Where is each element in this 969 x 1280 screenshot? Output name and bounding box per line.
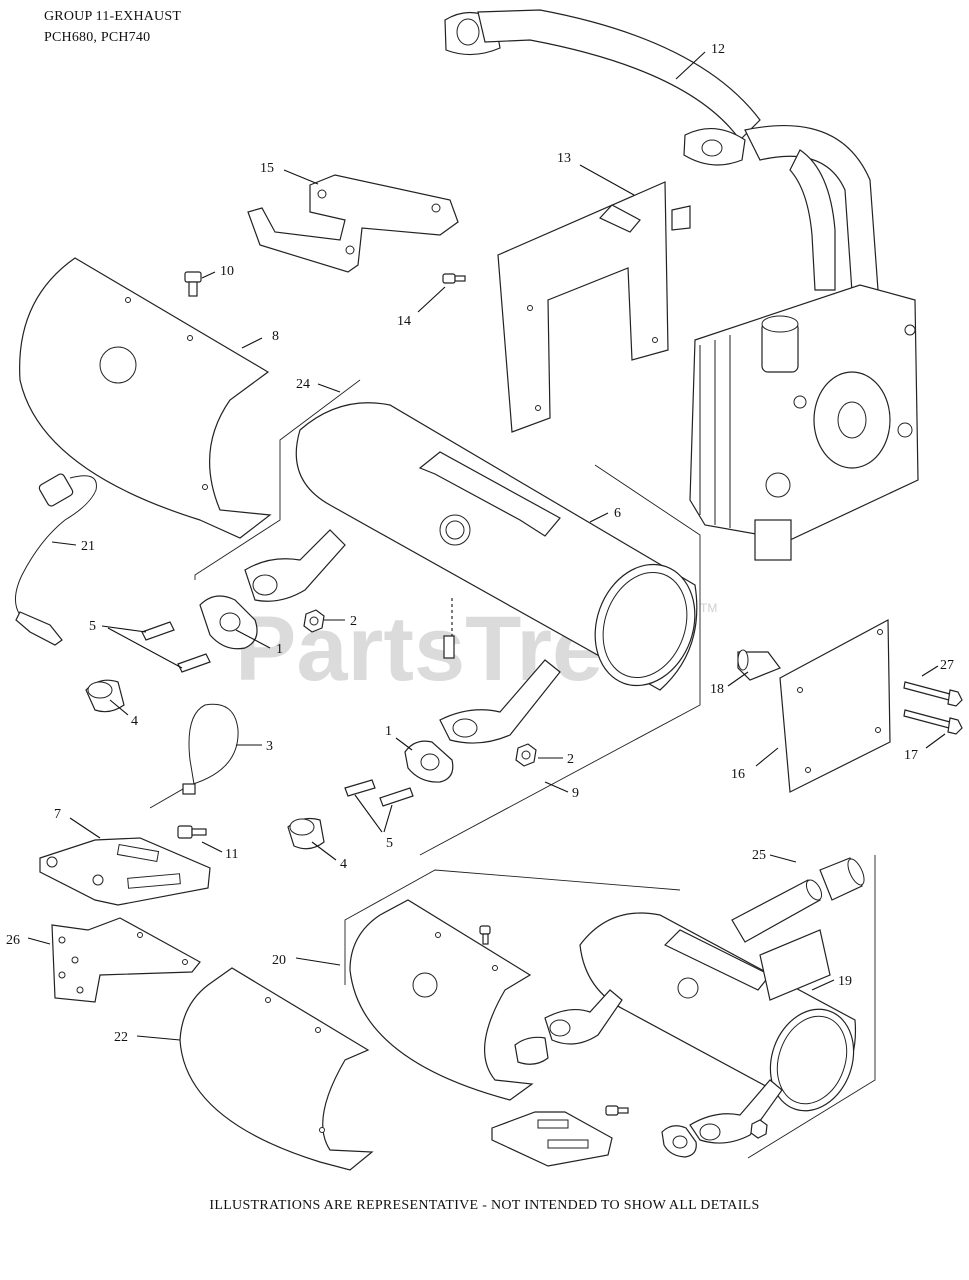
bolt-part-27[interactable]	[903, 681, 963, 707]
heat-shield-part-13[interactable]	[497, 181, 691, 433]
callout-14: 14	[397, 314, 411, 329]
callout-4-upper: 4	[131, 714, 138, 729]
stud-part-5-d[interactable]	[379, 787, 414, 807]
callout-8: 8	[272, 329, 279, 344]
callout-7: 7	[54, 807, 61, 822]
bracket-part-15[interactable]	[247, 174, 459, 273]
bolt-part-20-small[interactable]	[479, 925, 491, 945]
callout-18: 18	[710, 682, 724, 697]
gasket-part-1-lower[interactable]	[404, 740, 454, 783]
bolt-lower-small[interactable]	[605, 1105, 629, 1116]
stud-part-5-c[interactable]	[344, 779, 376, 797]
callout-10: 10	[220, 264, 234, 279]
callout-5-upper: 5	[89, 619, 96, 634]
callout-22: 22	[114, 1030, 128, 1045]
pipe-part-25[interactable]	[731, 877, 825, 943]
callout-2-upper: 2	[350, 614, 357, 629]
heat-shield-part-8[interactable]	[19, 257, 272, 539]
spacer-part-18[interactable]	[737, 649, 781, 681]
callout-3: 3	[266, 739, 273, 754]
callout-6: 6	[614, 506, 621, 521]
callout-26: 26	[6, 933, 20, 948]
mounting-bracket-part-7[interactable]	[39, 837, 211, 906]
sleeve-part-25[interactable]	[819, 857, 867, 901]
sleeve-part-4-lower[interactable]	[287, 817, 325, 850]
plate-part-16[interactable]	[779, 619, 891, 793]
gasket-lower-small[interactable]	[661, 1125, 697, 1158]
callout-25: 25	[752, 848, 766, 863]
callout-11: 11	[225, 847, 238, 862]
callout-12: 12	[711, 42, 725, 57]
nut-lower-small[interactable]	[750, 1119, 768, 1139]
muffler-part-19[interactable]	[544, 912, 867, 1144]
callout-21: 21	[81, 539, 95, 554]
gasket-part-1-upper[interactable]	[199, 595, 258, 650]
group-title: GROUP 11-EXHAUST	[44, 9, 182, 24]
stud-part-5-b[interactable]	[177, 653, 211, 673]
bracket-part-26[interactable]	[51, 917, 201, 1003]
muffler-part-6[interactable]	[295, 402, 711, 700]
callout-2-lower: 2	[567, 752, 574, 767]
stud-part-5-a[interactable]	[141, 621, 175, 641]
bolt-part-10[interactable]	[184, 271, 202, 297]
nut-part-2-lower[interactable]	[515, 743, 537, 767]
bolt-part-14[interactable]	[442, 273, 466, 284]
model-list: PCH680, PCH740	[44, 30, 151, 45]
mounting-bracket-lower[interactable]	[491, 1111, 613, 1167]
callout-13: 13	[557, 151, 571, 166]
callout-27: 27	[940, 658, 954, 673]
muffler-inlet-pipe-lower[interactable]	[439, 659, 561, 744]
callout-15: 15	[260, 161, 274, 176]
callout-9: 9	[572, 786, 579, 801]
callout-19: 19	[838, 974, 852, 989]
cable-tie-part-3[interactable]	[149, 703, 239, 809]
engine-muffler-body[interactable]	[689, 284, 919, 561]
bolt-part-11[interactable]	[177, 825, 207, 839]
exhaust-pipe-part-12[interactable]	[444, 9, 879, 293]
bolt-part-17[interactable]	[903, 709, 963, 735]
footer-disclaimer: ILLUSTRATIONS ARE REPRESENTATIVE - NOT I…	[209, 1198, 760, 1213]
nut-part-2-upper[interactable]	[303, 609, 325, 633]
callout-1-lower: 1	[385, 724, 392, 739]
callout-17: 17	[904, 748, 918, 763]
callout-20: 20	[272, 953, 286, 968]
sleeve-part-20-small[interactable]	[514, 1036, 549, 1065]
pipe-right-extension[interactable]	[759, 929, 831, 1001]
muffler-inlet-pipe-upper[interactable]	[244, 529, 346, 602]
heat-shield-part-22[interactable]	[179, 967, 374, 1171]
watermark-trademark: TM	[700, 601, 717, 615]
oxygen-sensor-part-21[interactable]	[15, 473, 97, 646]
callout-24: 24	[296, 377, 310, 392]
callout-5-lower: 5	[386, 836, 393, 851]
callout-4-lower: 4	[340, 857, 347, 872]
callout-16: 16	[731, 767, 745, 782]
heat-shield-part-20[interactable]	[349, 899, 534, 1101]
callout-1-upper: 1	[276, 642, 283, 657]
